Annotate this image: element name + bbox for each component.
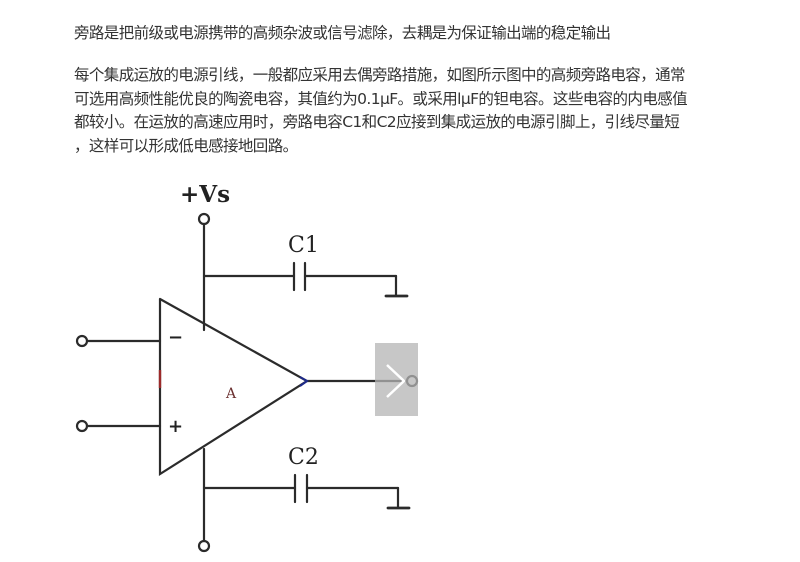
paragraph-line: 每个集成运放的电源引线，一般都应采用去偶旁路措施，如图所示图中的高频旁路电容，通… <box>74 66 686 84</box>
supply-positive-terminal <box>197 212 211 226</box>
supply-label: +Vs <box>180 181 230 208</box>
capacitor-c1-label: C1 <box>288 233 319 258</box>
noninverting-input-terminal <box>75 419 89 433</box>
supply-negative-terminal <box>197 539 211 553</box>
paragraph-line: 都较小。在运放的高速应用时，旁路电容C1和C2应接到集成运放的电源引脚上，引线尽… <box>74 113 680 131</box>
chevron-right-icon <box>386 364 406 398</box>
inverting-sign: − <box>168 327 183 348</box>
paragraph-line: 可选用高频性能优良的陶瓷电容，其值约为0.1μF。或采用lμF的钽电容。这些电容… <box>74 89 688 108</box>
inverting-input-terminal <box>75 334 89 348</box>
article-heading: 旁路是把前级或电源携带的高频杂波或信号滤除，去耦是为保证输出端的稳定输出 <box>74 24 611 42</box>
capacitor-c2-label: C2 <box>288 445 319 470</box>
next-image-button[interactable] <box>375 343 418 416</box>
paragraph-line: ，这样可以形成低电感接地回路。 <box>74 136 298 155</box>
noninverting-sign: + <box>168 416 183 437</box>
article-paragraph: 每个集成运放的电源引线，一般都应采用去偶旁路措施，如图所示图中的高频旁路电容，通… <box>74 64 784 158</box>
amplifier-label: A <box>225 386 237 402</box>
